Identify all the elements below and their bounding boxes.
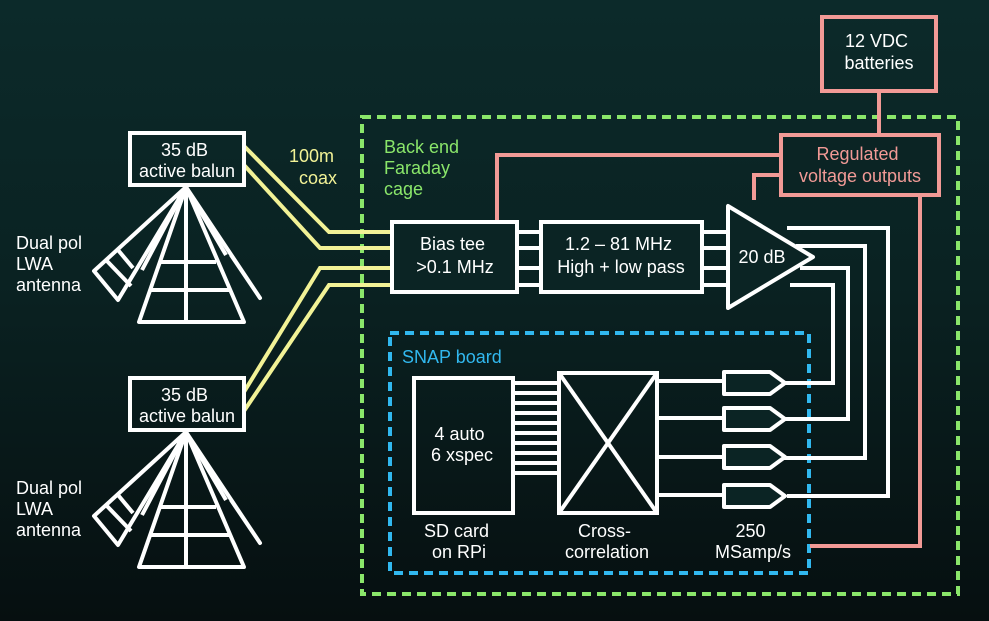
batteries-text: 12 VDC batteries <box>844 31 913 73</box>
sd-card-box <box>412 376 515 515</box>
sd-card-text: 4 auto 6 xspec <box>431 424 493 465</box>
faraday-cage-outline <box>360 115 960 596</box>
sd-card-label: SD card on RPi <box>424 521 494 562</box>
bias-tee-box <box>390 220 519 294</box>
batteries-box <box>820 15 938 93</box>
regulator-text: Regulated voltage outputs <box>799 144 921 186</box>
balun-box-2 <box>128 376 246 432</box>
filter-box <box>539 220 704 294</box>
antenna-label-2: Dual pol LWA antenna <box>16 478 87 540</box>
amplifier-text: 20 dB <box>738 247 785 267</box>
antenna-label-1: Dual pol LWA antenna <box>16 233 87 295</box>
bias-tee-text: Bias tee >0.1 MHz <box>416 234 494 277</box>
cross-correlation-label: Cross- correlation <box>565 521 649 562</box>
antenna-2: 35 dB active balun Dual pol LWA antenna <box>16 376 262 569</box>
filter-text: 1.2 – 81 MHz High + low pass <box>557 234 685 277</box>
coax-lines <box>242 144 392 413</box>
adc-symbols <box>722 370 787 509</box>
balun-text-1: 35 dB active balun <box>139 140 235 181</box>
coax-label: 100m coax <box>289 146 339 188</box>
snap-board-label: SNAP board <box>402 347 502 367</box>
balun-box-1 <box>128 131 246 187</box>
regulator-box <box>779 133 941 197</box>
signal-wiring <box>513 226 890 498</box>
lwa-antenna-icon <box>92 185 262 324</box>
antenna-1: 35 dB active balun Dual pol LWA antenna <box>16 131 262 324</box>
amplifier-triangle <box>726 204 815 310</box>
lwa-antenna-icon <box>92 430 262 569</box>
faraday-cage-label: Back end Faraday cage <box>384 137 464 199</box>
cross-correlation-box <box>557 371 659 515</box>
balun-text-2: 35 dB active balun <box>139 385 235 426</box>
adc-label: 250 MSamp/s <box>715 521 791 562</box>
power-lines <box>495 91 922 548</box>
